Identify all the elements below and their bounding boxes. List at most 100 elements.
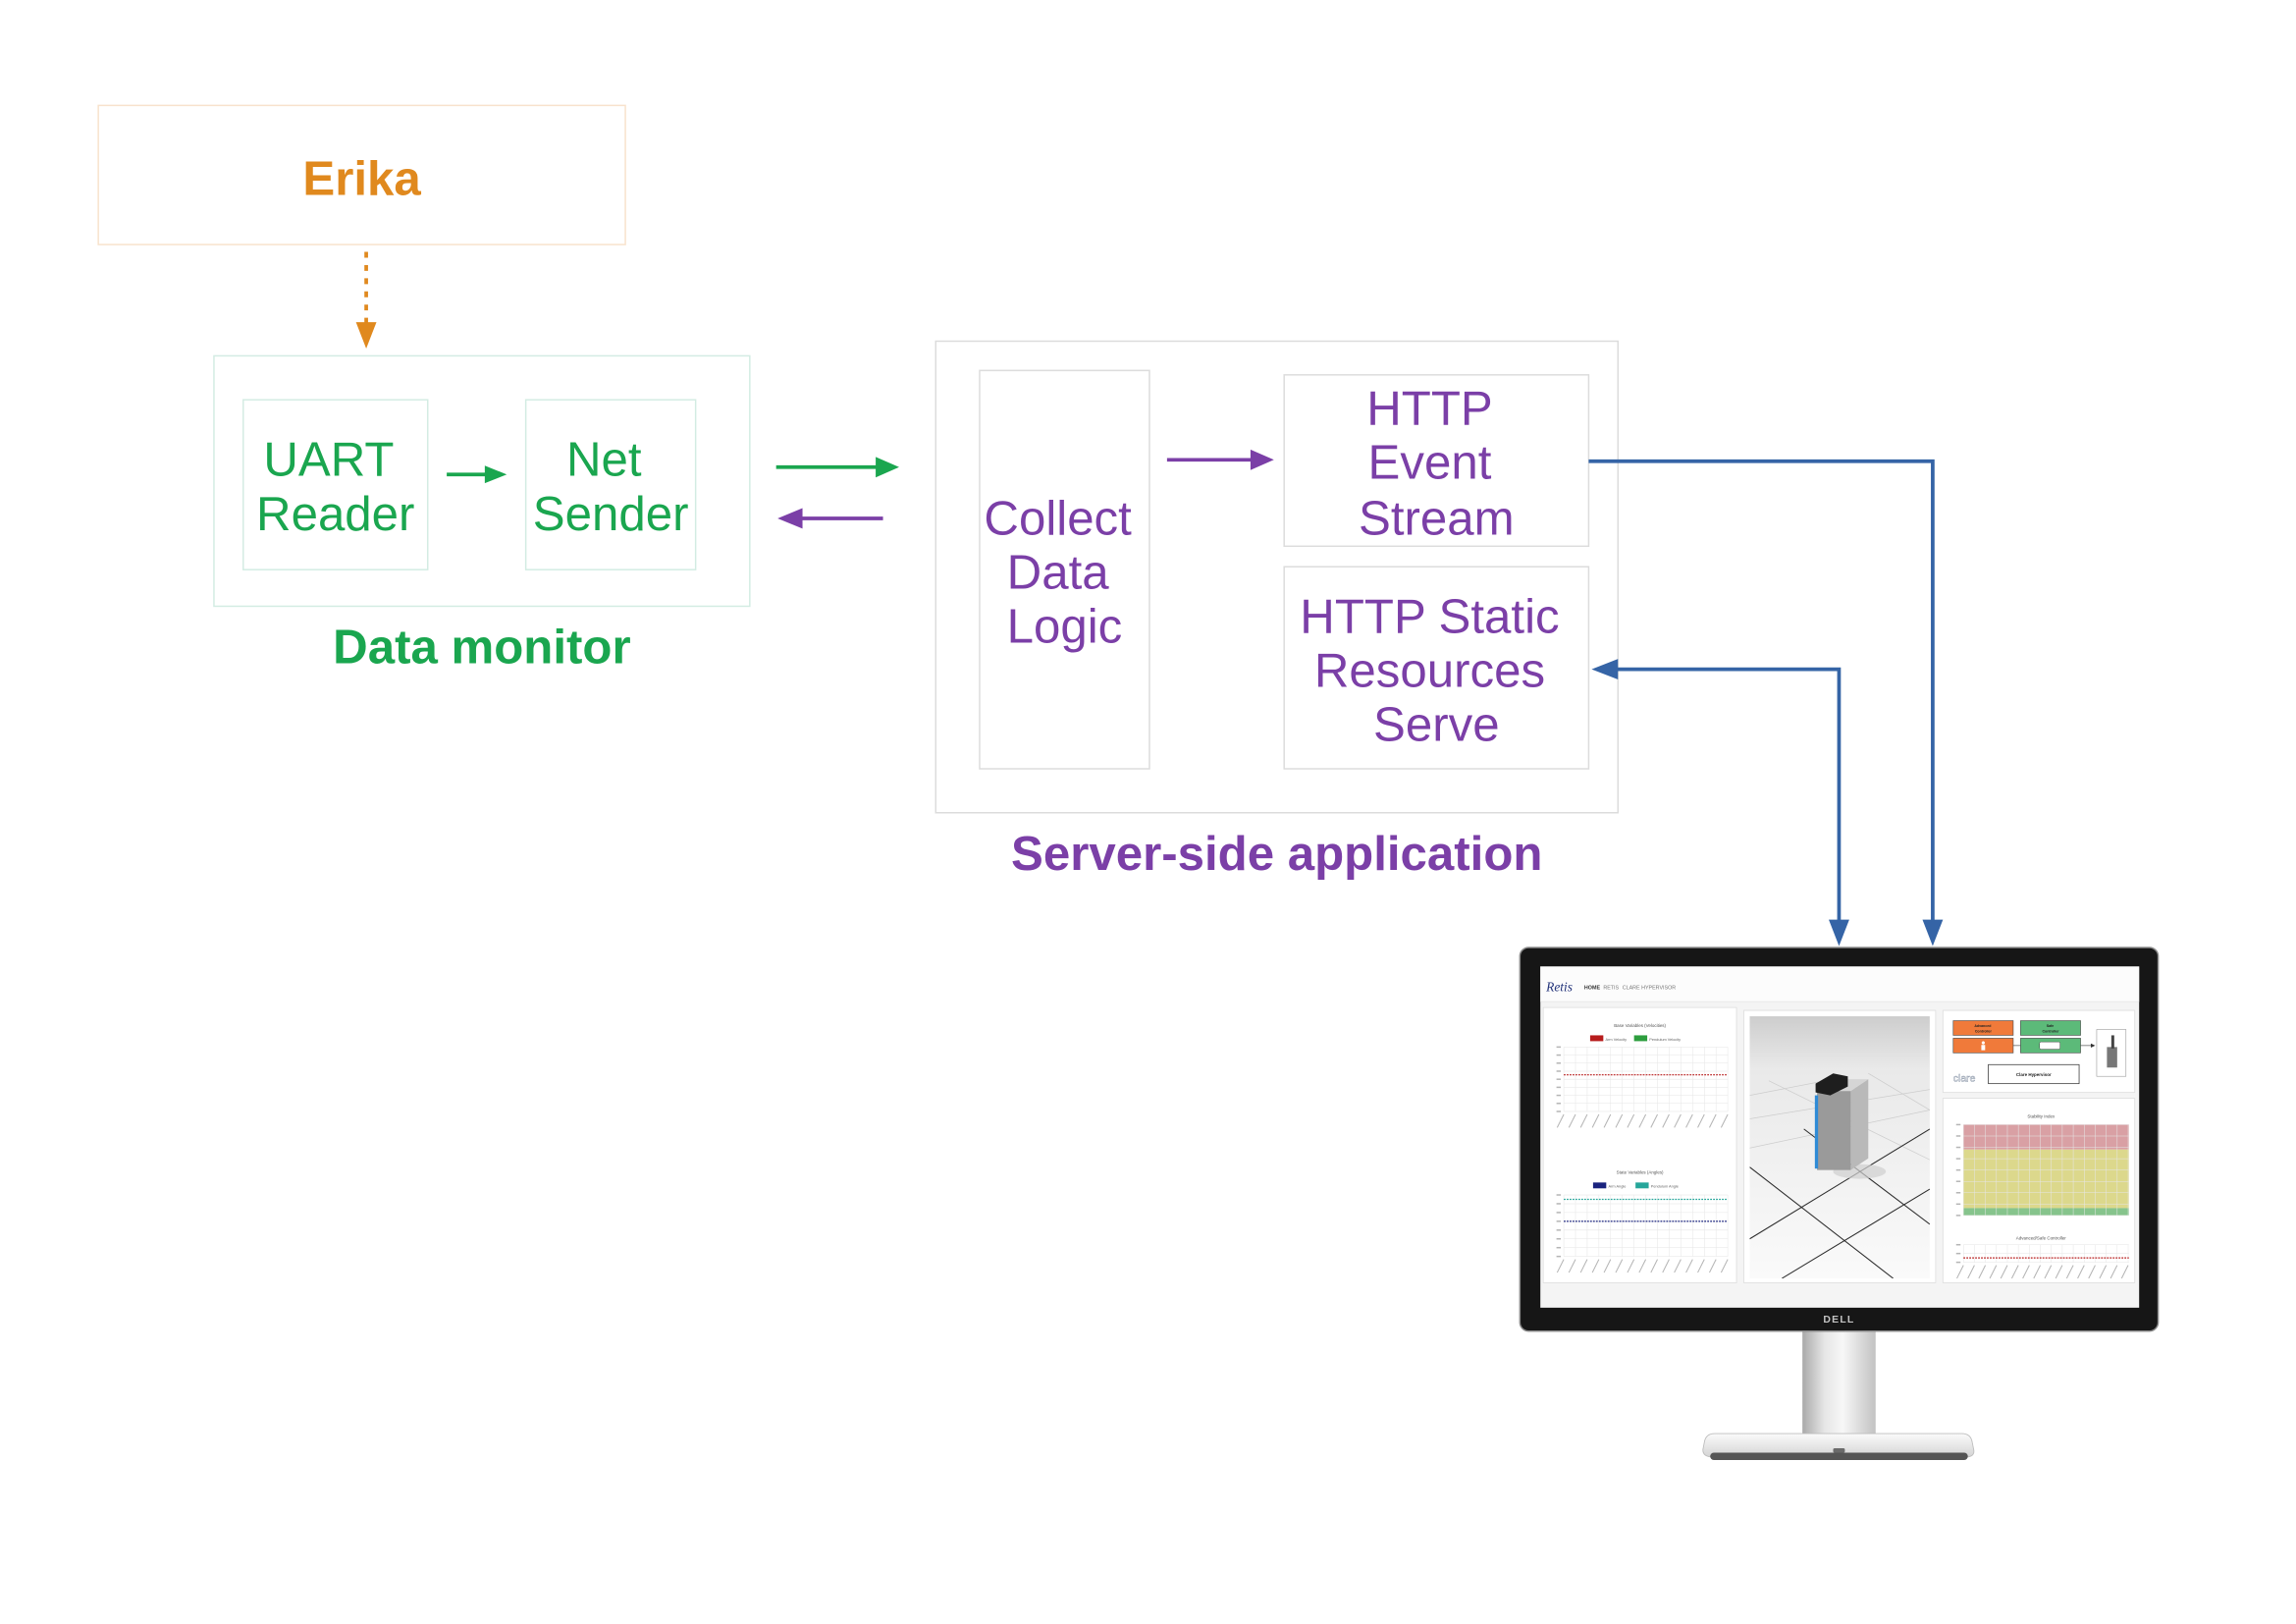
collect-data-logic-line: Data xyxy=(1007,546,1110,600)
legend-label: Arm Velocity xyxy=(1606,1037,1628,1042)
y-tick-label xyxy=(1556,1203,1562,1205)
y-tick-label xyxy=(1955,1192,1961,1194)
y-tick-label xyxy=(1955,1261,1961,1264)
http-static-resources-line: HTTP Static xyxy=(1300,589,1559,643)
uart-reader-label: UART Reader xyxy=(256,433,414,541)
y-tick-label xyxy=(1556,1246,1562,1249)
monitor-illustration: DELL Retis HOME RETIS CLARE HYPERVISOR B… xyxy=(1519,947,2160,1460)
legend-label: Arm Angle xyxy=(1609,1184,1627,1189)
y-tick-label xyxy=(1556,1046,1562,1049)
y-tick-label xyxy=(1955,1158,1961,1160)
x-tick-label xyxy=(1627,1113,1635,1128)
collect-data-logic-line: Logic xyxy=(1007,600,1123,654)
clare-logo: clare xyxy=(1953,1073,1976,1084)
cart-blue-strip xyxy=(1814,1095,1819,1169)
safe-controller-line: Controller xyxy=(2042,1029,2059,1033)
net-sender-box xyxy=(524,399,697,570)
y-tick-label xyxy=(1556,1103,1562,1105)
y-tick-label xyxy=(1556,1255,1562,1258)
floor-grid-line xyxy=(1868,1072,1930,1110)
x-tick-label xyxy=(2077,1265,2085,1279)
x-tick-label xyxy=(1650,1259,1658,1273)
x-tick-label xyxy=(1556,1113,1565,1128)
x-tick-label xyxy=(1708,1113,1717,1128)
y-tick-label xyxy=(1955,1215,1961,1217)
x-tick-label xyxy=(1591,1113,1600,1128)
x-tick-label xyxy=(1697,1113,1705,1128)
http-event-stream-box xyxy=(1283,374,1590,548)
y-tick-label xyxy=(1955,1243,1961,1246)
x-tick-label xyxy=(1579,1113,1588,1128)
chart-grid xyxy=(1556,1194,1729,1273)
advanced-controller-box xyxy=(1952,1020,2014,1036)
y-tick-label xyxy=(1556,1220,1562,1222)
y-tick-label xyxy=(1556,1070,1562,1072)
y-tick-label xyxy=(1556,1078,1562,1080)
static-resources-client-connector xyxy=(1591,659,1849,947)
x-tick-label xyxy=(1685,1113,1693,1128)
x-tick-label xyxy=(2065,1265,2074,1279)
x-tick-label xyxy=(1627,1259,1635,1273)
y-tick-label xyxy=(1955,1123,1961,1126)
x-tick-label xyxy=(1674,1259,1682,1273)
x-tick-label xyxy=(1662,1259,1670,1273)
legend-swatch xyxy=(1589,1035,1604,1042)
connector-line xyxy=(1588,459,1935,923)
chart-grid xyxy=(1955,1123,2129,1217)
stability-index-chart: Stability Index xyxy=(1955,1114,2129,1217)
y-tick-label xyxy=(1556,1062,1562,1064)
y-tick-label xyxy=(1556,1238,1562,1240)
http-static-resources-line: Serve xyxy=(1373,698,1500,752)
x-tick-label xyxy=(1967,1265,1975,1279)
x-tick-label xyxy=(2088,1265,2096,1279)
data-monitor-group: UART Reader Net Sender Data monitor xyxy=(213,354,751,675)
y-tick-label xyxy=(1556,1194,1562,1196)
x-tick-label xyxy=(1720,1113,1729,1128)
y-tick-label xyxy=(1556,1212,1562,1214)
arrow-head-down xyxy=(1922,919,1944,947)
x-tick-label xyxy=(1674,1113,1682,1128)
http-event-stream-line: HTTP xyxy=(1366,382,1492,436)
x-tick-label xyxy=(1650,1113,1658,1128)
chart-title: Advanced/Safe Controller xyxy=(2016,1235,2066,1240)
y-tick-label xyxy=(1556,1110,1562,1112)
net-sender-line: Net xyxy=(566,433,642,487)
status-tag-icon xyxy=(2039,1041,2060,1050)
legend-swatch xyxy=(1633,1035,1648,1042)
y-tick-label xyxy=(1955,1180,1961,1182)
http-static-resources-label: HTTP Static Resources Serve xyxy=(1300,589,1573,751)
base-variables-chart: Base Variables (Velocities) Arm Velocity… xyxy=(1556,1023,1729,1128)
x-tick-label xyxy=(1556,1259,1565,1273)
floor-grid-line xyxy=(1749,1128,1930,1240)
y-tick-label xyxy=(1955,1146,1961,1149)
x-tick-label xyxy=(1615,1113,1624,1128)
http-event-stream-line: Stream xyxy=(1359,491,1515,545)
nav-item-home: HOME xyxy=(1584,985,1601,991)
legend-swatch xyxy=(1592,1182,1607,1189)
advanced-controller-line: Advanced xyxy=(1974,1024,1991,1028)
state-variables-chart: State Variables (Angles) Arm Angle Pendu… xyxy=(1556,1169,1729,1273)
brand-logo: DELL xyxy=(1823,1315,1854,1326)
collect-data-logic-label: Collect Data Logic xyxy=(984,491,1145,653)
arrow-head-right xyxy=(1250,449,1274,470)
x-tick-label xyxy=(1568,1113,1576,1128)
unsafe-band xyxy=(1963,1124,2129,1150)
uart-reader-box xyxy=(242,399,429,570)
safe-band xyxy=(1963,1208,2129,1216)
nav-item-retis: RETIS xyxy=(1603,985,1619,991)
x-tick-label xyxy=(2044,1265,2053,1279)
cart-side-face xyxy=(1850,1079,1869,1170)
arrow-head-right xyxy=(484,465,507,484)
arrow-head-left xyxy=(777,508,803,529)
x-tick-label xyxy=(1615,1259,1624,1273)
net-sender-label: Net Sender xyxy=(533,433,689,541)
collect-data-logic-line: Collect xyxy=(984,491,1132,545)
y-tick-label xyxy=(1556,1054,1562,1056)
variables-panel: Base Variables (Velocities) Arm Velocity… xyxy=(1542,1006,1737,1283)
legend-label: Pendulum Angle xyxy=(1651,1184,1679,1189)
x-tick-label xyxy=(1989,1265,1998,1279)
legend-swatch xyxy=(1635,1182,1649,1189)
controller-chart: Advanced/Safe Controller xyxy=(1955,1235,2129,1279)
3d-render xyxy=(1749,1016,1930,1279)
connector-line xyxy=(1615,667,1842,923)
